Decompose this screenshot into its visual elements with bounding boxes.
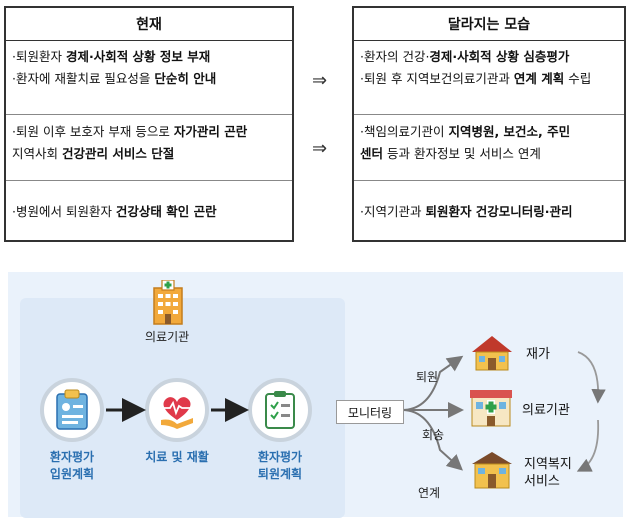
current-row-3: ·병원에서 퇴원환자 건강상태 확인 곤란 [6,180,292,240]
current-row-1-line-1: ·퇴원환자 경제·사회적 상황 정보 부재 [12,49,211,64]
current-table: 현재 ·퇴원환자 경제·사회적 상황 정보 부재 ·환자에 재활치료 필요성을 … [4,6,294,242]
hospital-building-icon [153,280,183,325]
future-row-1: ·환자의 건강·경제·사회적 상황 심층평가 ·퇴원 후 지역보건의료기관과 연… [354,40,624,112]
current-row-1-line-2: ·환자에 재활치료 필요성을 단순히 안내 [12,71,217,86]
clipboard-icon [56,389,88,430]
hospital-label: 의료기관 [145,330,190,344]
step-2-label: 치료 및 재활 [145,450,209,464]
branch-referral: 회송 [422,428,445,442]
future-row-1-line-2: ·퇴원 후 지역보건의료기관과 연계 계획 수립 [360,71,592,86]
destination-welfare: 지역복지 서비스 [524,457,572,489]
welfare-center-icon [472,452,512,489]
current-row-1: ·퇴원환자 경제·사회적 상황 정보 부재 ·환자에 재활치료 필요성을 단순히… [6,40,292,112]
arrow-2: ⇒ [312,138,328,159]
current-row-2: ·퇴원 이후 보호자 부재 등으로 자가관리 곤란 지역사회 건강관리 서비스 … [6,114,292,178]
future-row-2-line-2: 센터 등과 환자정보 및 서비스 연계 [360,146,541,161]
monitoring-box: 모니터링 [336,400,404,424]
current-row-2-line-1: ·퇴원 이후 보호자 부재 등으로 자가관리 곤란 [12,124,248,139]
branch-link: 연계 [418,486,441,500]
heart-hand-icon [161,397,193,429]
current-row-2-line-2: 지역사회 건강관리 서비스 단절 [12,146,175,161]
clinic-icon [470,390,512,427]
step-1-circle [40,378,104,442]
destination-home: 재가 [526,347,550,362]
future-row-2-line-1: ·책임의료기관이 지역병원, 보건소, 주민 [360,124,571,139]
destination-medical: 의료기관 [522,403,570,418]
step-2-circle [145,378,209,442]
future-row-1-line-1: ·환자의 건강·경제·사회적 상황 심층평가 [360,49,570,64]
monitoring-label: 모니터링 [347,405,393,420]
branch-discharge: 퇴원 [416,370,439,384]
arrow-1: ⇒ [312,70,328,91]
current-header: 현재 [6,8,292,41]
future-header: 달라지는 모습 [354,8,624,41]
future-row-3: ·지역기관과 퇴원환자 건강모니터링·관리 [354,180,624,240]
future-row-3-line-1: ·지역기관과 퇴원환자 건강모니터링·관리 [360,204,573,219]
house-icon [472,336,512,371]
checklist-icon [265,391,295,429]
future-row-2: ·책임의료기관이 지역병원, 보건소, 주민 센터 등과 환자정보 및 서비스 … [354,114,624,178]
future-table: 달라지는 모습 ·환자의 건강·경제·사회적 상황 심층평가 ·퇴원 후 지역보… [352,6,626,242]
step-3-circle [248,378,312,442]
current-row-3-line-1: ·병원에서 퇴원환자 건강상태 확인 곤란 [12,204,217,219]
